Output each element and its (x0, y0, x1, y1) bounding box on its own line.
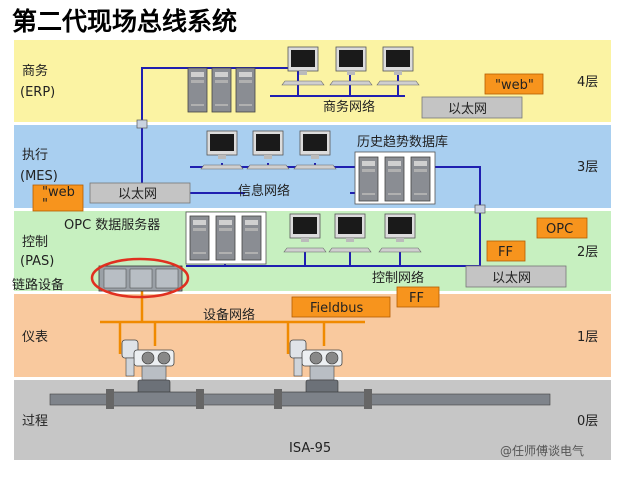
link-device-highlight (90, 257, 190, 299)
layer-sub-pas: (PAS) (20, 254, 54, 269)
router-box-erp-mes (136, 119, 148, 129)
business-network-label: 商务网络 (323, 99, 375, 115)
erp-server-rack (187, 67, 256, 113)
ethernet-box-erp (421, 96, 523, 119)
tier-label-0: 0层 (577, 414, 598, 429)
info-network-label: 信息网络 (238, 183, 290, 199)
ethernet-box-mes (89, 182, 191, 204)
opc-callout (536, 217, 588, 239)
layer-sub-mes: (MES) (20, 169, 58, 184)
fieldbus-callout-text: Fieldbus (310, 301, 363, 316)
ff-callout-instrument-text: FF (409, 291, 424, 306)
tier-label-4: 4层 (577, 75, 598, 90)
ethernet-label-pas: 以太网 (492, 271, 531, 286)
ff-callout-pas-text: FF (498, 245, 513, 260)
control-network-label: 控制网络 (372, 270, 424, 286)
layer-name-erp: 商务 (22, 63, 48, 79)
ff-callout-instrument (396, 286, 440, 308)
opc-callout-text: OPC (546, 222, 573, 237)
web-callout-mes-text-2: " (42, 197, 48, 212)
watermark: @任师傅谈电气 (500, 443, 584, 458)
tier-label-3: 3层 (577, 160, 598, 175)
link-device (98, 265, 183, 292)
ethernet-label-mes: 以太网 (118, 187, 157, 202)
opc-server-rack (185, 211, 267, 265)
tier-label-1: 1层 (577, 330, 598, 345)
history-db-label: 历史趋势数据库 (357, 134, 448, 150)
opc-server-label: OPC 数据服务器 (64, 217, 160, 233)
ethernet-label-erp: 以太网 (448, 102, 487, 117)
fieldbus-lines (100, 290, 365, 354)
isa95-label: ISA-95 (289, 441, 331, 456)
history-db-servers (354, 151, 436, 205)
layer-name-instrument: 仪表 (22, 330, 48, 345)
web-callout-erp-text: "web" (495, 78, 534, 93)
router-box-mes-pas (474, 204, 486, 214)
tier-label-2: 2层 (577, 245, 598, 260)
link-device-label: 链路设备 (12, 277, 64, 293)
ethernet-box-pas (465, 265, 567, 288)
page-title: 第二代现场总线系统 (12, 7, 237, 36)
layer-name-process: 过程 (22, 414, 48, 429)
web-callout-erp (484, 73, 544, 95)
layer-sub-erp: (ERP) (20, 85, 55, 100)
web-callout-mes (32, 184, 84, 212)
device-network-label: 设备网络 (203, 307, 255, 323)
layer-name-pas: 控制 (22, 235, 48, 250)
ff-callout-pas (486, 240, 526, 262)
layer-name-mes: 执行 (22, 148, 48, 163)
web-callout-mes-text: "web (42, 185, 75, 200)
fieldbus-callout (291, 296, 391, 318)
